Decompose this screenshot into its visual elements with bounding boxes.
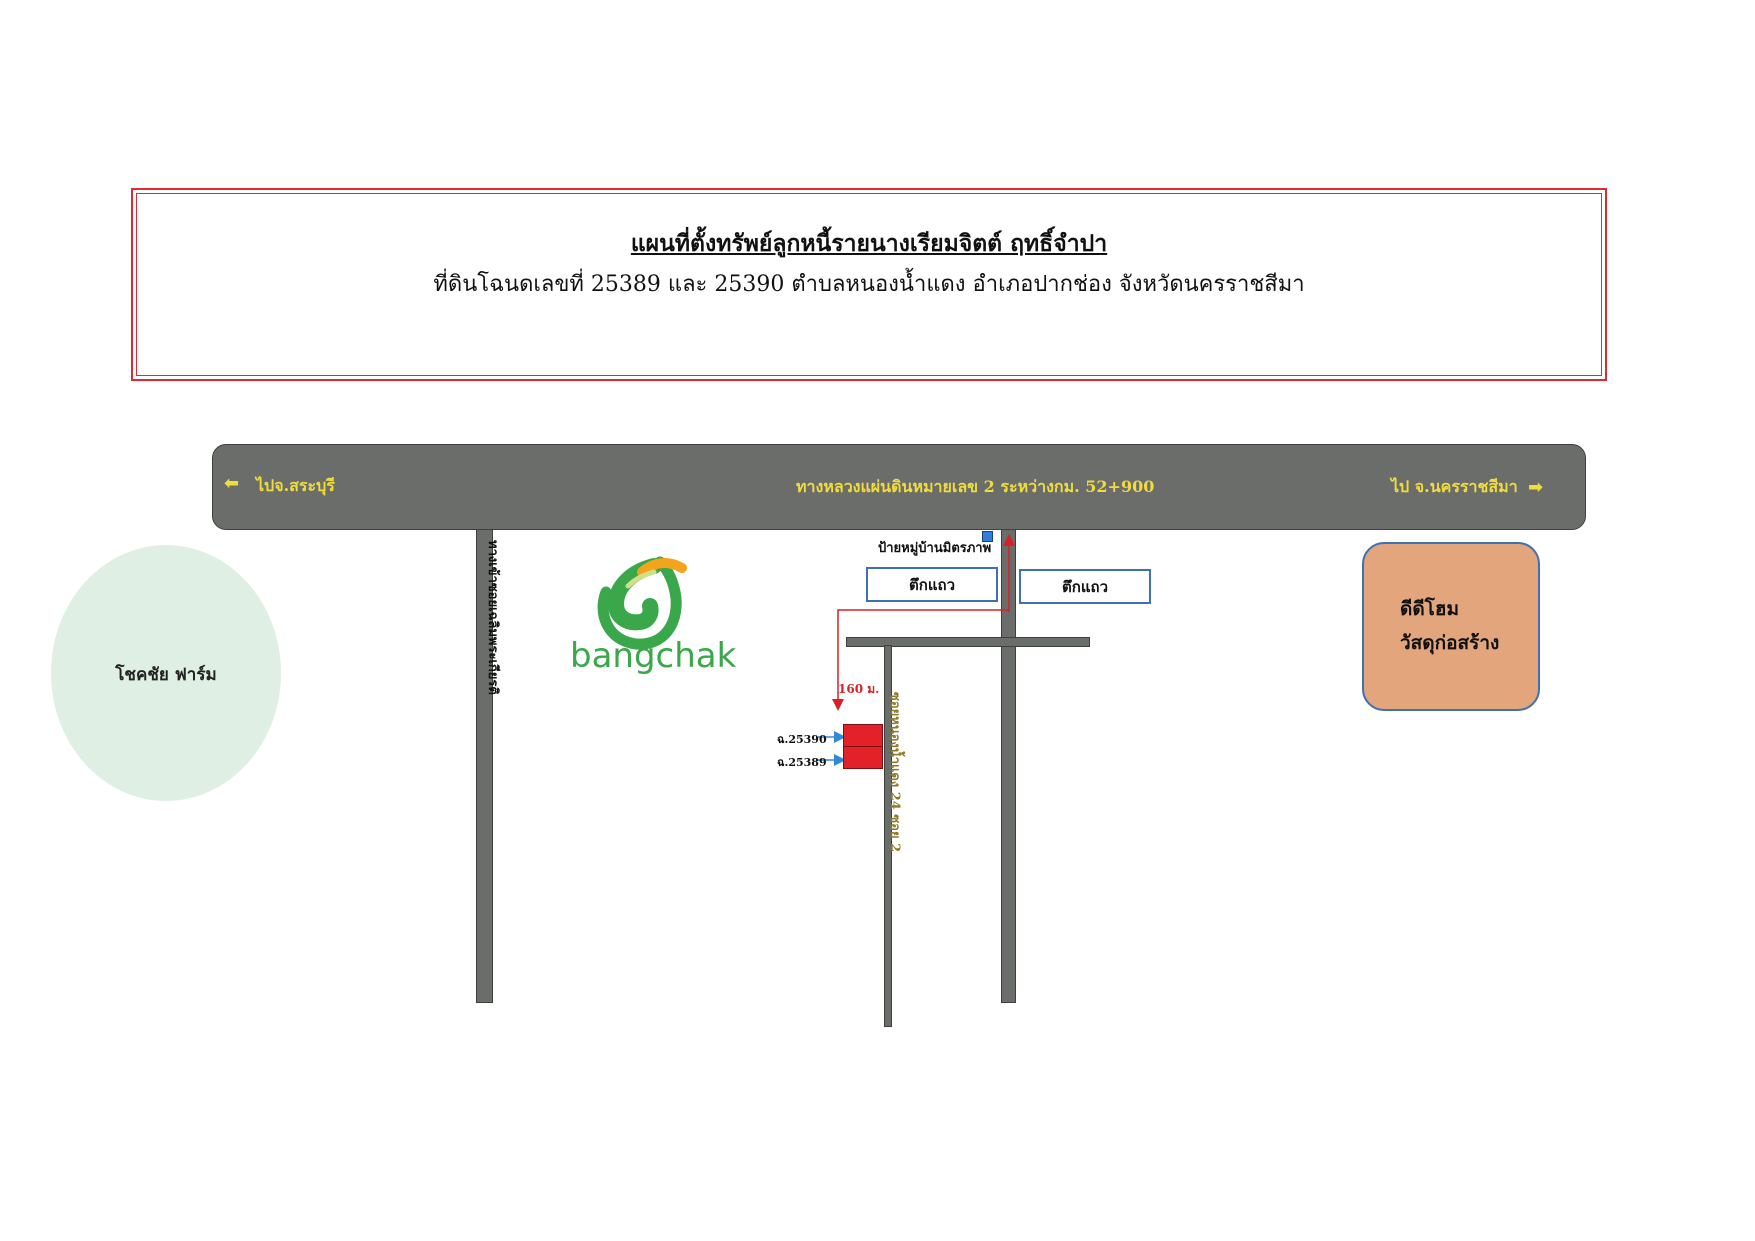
farm-label: โชคชัย ฟาร์ม [115,665,217,685]
distance-label: 160 ม. [838,682,880,696]
cross-road [846,637,1090,647]
highway-label: ทางหลวงแผ่นดินหมายเลข 2 ระหว่างกม. 52+90… [796,477,1155,496]
title-box-inner-border [136,193,1602,376]
right-arrow-icon: ➡ [1528,477,1544,498]
plot-25390-label: ฉ.25390 [777,733,827,746]
soi-road [884,645,892,1027]
bangchak-logo-icon [597,556,687,650]
map-subtitle: ที่ดินโฉนดเลขที่ 25389 และ 25390 ตำบลหนอ… [433,272,1305,297]
village-sign-label: ป้ายหมู่บ้านมิตรภาพ [878,541,992,556]
shophouse-right: ตึกแถว [1019,569,1151,604]
plot-25390 [843,724,883,747]
left-vertical-road [476,529,493,1003]
direction-saraburi: ไปจ.สระบุรี [256,476,335,495]
route-line [832,609,1010,711]
plot-25389 [843,746,883,769]
title-box: แผนที่ตั้งทรัพย์ลูกหนี้รายนางเรียมจิตต์ … [131,188,1607,381]
left-arrow-icon: ⬅ [224,473,240,494]
bangchak-wordmark: bangchak [570,636,737,676]
village-sign-marker [982,531,993,542]
store-subtitle: วัสดุก่อสร้าง [1400,632,1500,654]
store-name: ดีดีโฮม [1400,598,1460,620]
direction-nakhon-ratchasima: ไป จ.นครราชสีมา [1391,477,1518,496]
plot-25389-label: ฉ.25389 [777,756,827,769]
ddhome-store: ดีดีโฮม วัสดุก่อสร้าง [1362,542,1540,711]
shophouse-left: ตึกแถว [866,567,998,602]
highway-road [212,444,1586,530]
map-title: แผนที่ตั้งทรัพย์ลูกหนี้รายนางเรียมจิตต์ … [630,230,1108,257]
farm-landmark [51,545,281,801]
main-soi-road [1001,529,1016,1003]
